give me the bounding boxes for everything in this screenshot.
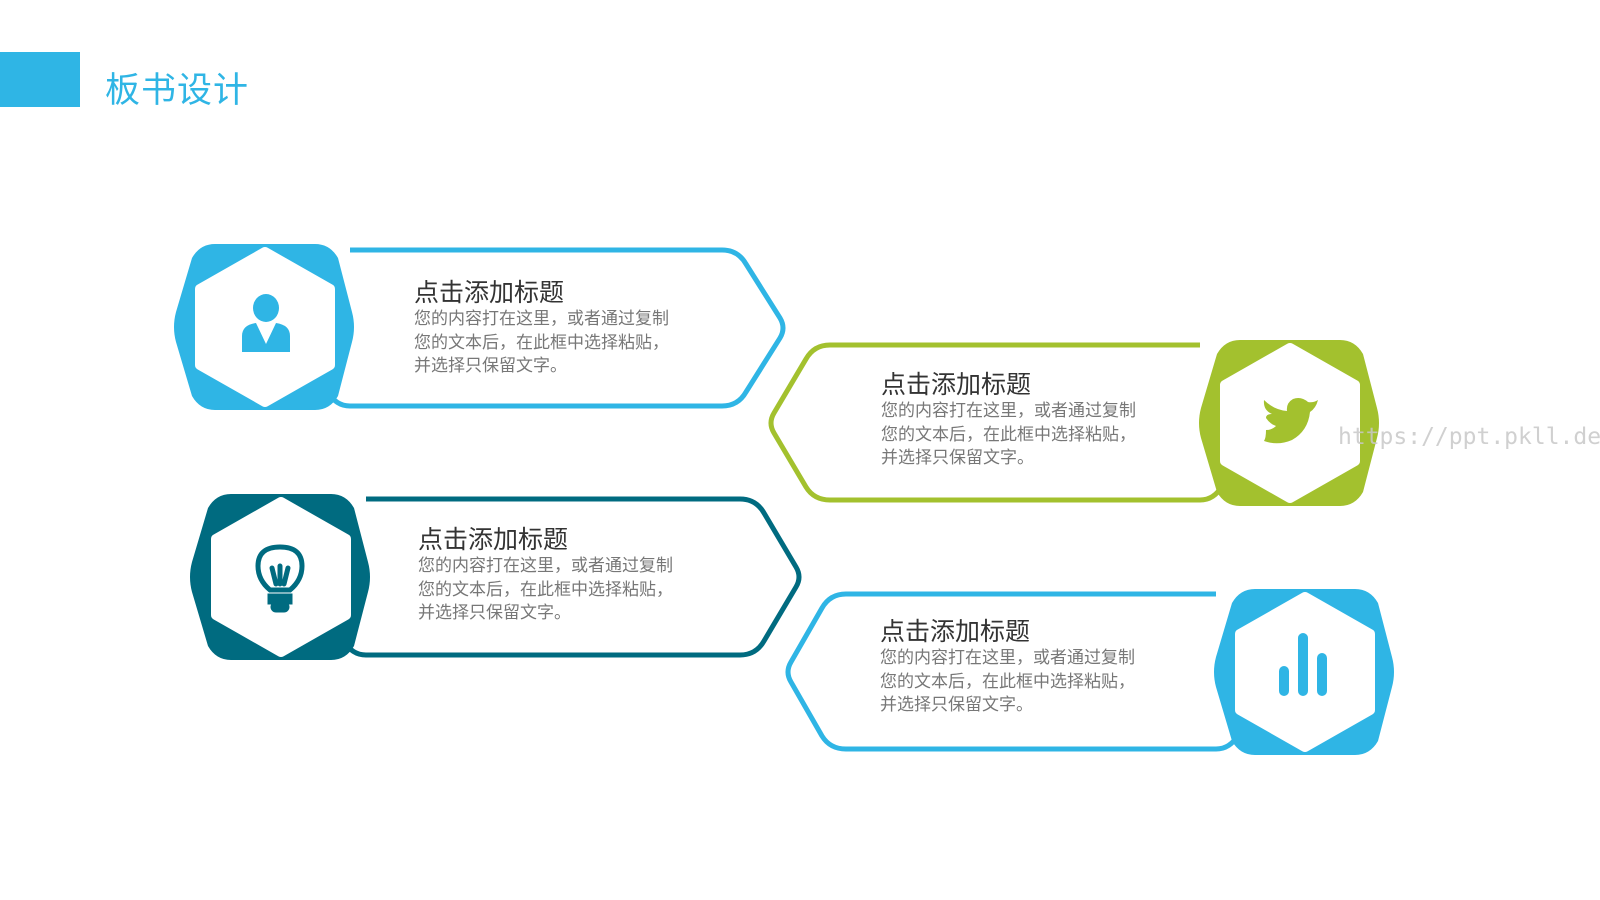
- card-outline-1: [325, 247, 786, 409]
- header-accent-bar: [0, 52, 80, 107]
- card-text-2: 点击添加标题 您的内容打在这里，或者通过复制 您的文本后，在此框中选择粘贴， 并…: [881, 370, 1201, 471]
- lightbulb-icon: [255, 544, 305, 613]
- card-title: 点击添加标题: [880, 617, 1031, 646]
- card-line: 您的内容打在这里，或者通过复制: [881, 401, 1136, 421]
- card-line: 您的内容打在这里，或者通过复制: [418, 556, 673, 576]
- card-title: 点击添加标题: [418, 525, 569, 554]
- card-line: 并选择只保留文字。: [418, 603, 571, 623]
- card-line: 您的内容打在这里，或者通过复制: [880, 648, 1135, 668]
- card-text-3: 点击添加标题 您的内容打在这里，或者通过复制 您的文本后，在此框中选择粘贴， 并…: [418, 525, 738, 626]
- card-line: 您的内容打在这里，或者通过复制: [414, 309, 669, 329]
- card-title: 点击添加标题: [881, 370, 1032, 399]
- card-line: 并选择只保留文字。: [881, 448, 1034, 468]
- card-outline-4: [785, 591, 1241, 752]
- bar-chart-icon: [1279, 633, 1327, 696]
- badge-1: [174, 244, 354, 410]
- card-outline-3: [341, 496, 802, 658]
- card-outline-2: [768, 342, 1225, 503]
- card-title: 点击添加标题: [414, 278, 565, 307]
- twitter-bird-icon: [1263, 398, 1318, 444]
- watermark: https://ppt.pkll.de: [1338, 424, 1600, 450]
- card-line: 您的文本后，在此框中选择粘贴，: [880, 671, 1135, 692]
- card-text-1: 点击添加标题 您的内容打在这里，或者通过复制 您的文本后，在此框中选择粘贴， 并…: [414, 278, 734, 379]
- card-line: 并选择只保留文字。: [880, 695, 1033, 715]
- card-text-4: 点击添加标题 您的内容打在这里，或者通过复制 您的文本后，在此框中选择粘贴， 并…: [880, 617, 1200, 718]
- card-line: 并选择只保留文字。: [414, 356, 567, 376]
- page-title: 板书设计: [105, 71, 250, 111]
- card-line: 您的文本后，在此框中选择粘贴，: [414, 332, 669, 353]
- person-icon: [242, 294, 290, 352]
- card-line: 您的文本后，在此框中选择粘贴，: [418, 579, 673, 600]
- card-line: 您的文本后，在此框中选择粘贴，: [881, 424, 1136, 445]
